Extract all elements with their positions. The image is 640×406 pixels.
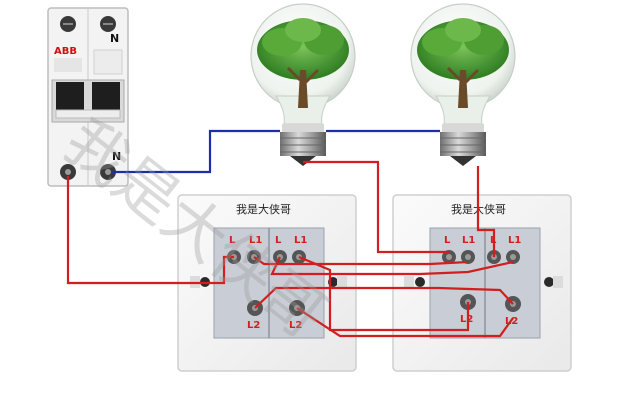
panel-1-lower-label-a: L2: [247, 320, 260, 331]
switch-panel-1-title: 我是大侠哥: [236, 202, 291, 216]
breaker-terminal-label: N: [112, 150, 121, 163]
traveler-wire-2: [270, 256, 514, 276]
panel-1-terminal-label-l-a: L: [229, 235, 236, 246]
traveler-wire-5: [296, 307, 514, 338]
panel-2-terminal-label-l1-a: L1: [462, 235, 475, 246]
live-wire-bulb-1-return: [303, 160, 449, 254]
tree-icon: [417, 18, 509, 108]
lightbulb-icon: [250, 3, 356, 166]
tree-icon: [257, 18, 349, 108]
neutral-wire: [112, 129, 280, 174]
lightbulb-icon: [410, 3, 516, 166]
switch-panel-1: 我是大侠哥 L L1 L L1 L2 L2: [177, 194, 357, 372]
panel-2-terminal-label-l-a: L: [444, 235, 451, 246]
live-wire-breaker-to-switch: [66, 176, 234, 285]
panel-2-terminal-label-l1-b: L1: [508, 235, 521, 246]
traveler-wire-4: [254, 286, 514, 309]
traveler-wire-1: [253, 256, 469, 266]
panel-1-terminal-label-l-b: L: [275, 235, 282, 246]
breaker-brand: ABB: [54, 46, 77, 57]
switch-panel-2: 我是大侠哥 L L1 L L1 L2 L2: [392, 194, 572, 372]
panel-1-lower-label-b: L2: [289, 320, 302, 331]
panel-1-terminal-label-l1-b: L1: [294, 235, 307, 246]
panel-2-lower-label-a: L2: [460, 314, 473, 325]
breaker-pole-right-label: N: [110, 32, 119, 45]
live-wire-bulb-2-return: [476, 166, 496, 257]
panel-1-terminal-label-l1-a: L1: [249, 235, 262, 246]
circuit-breaker: N ABB N: [47, 7, 129, 187]
